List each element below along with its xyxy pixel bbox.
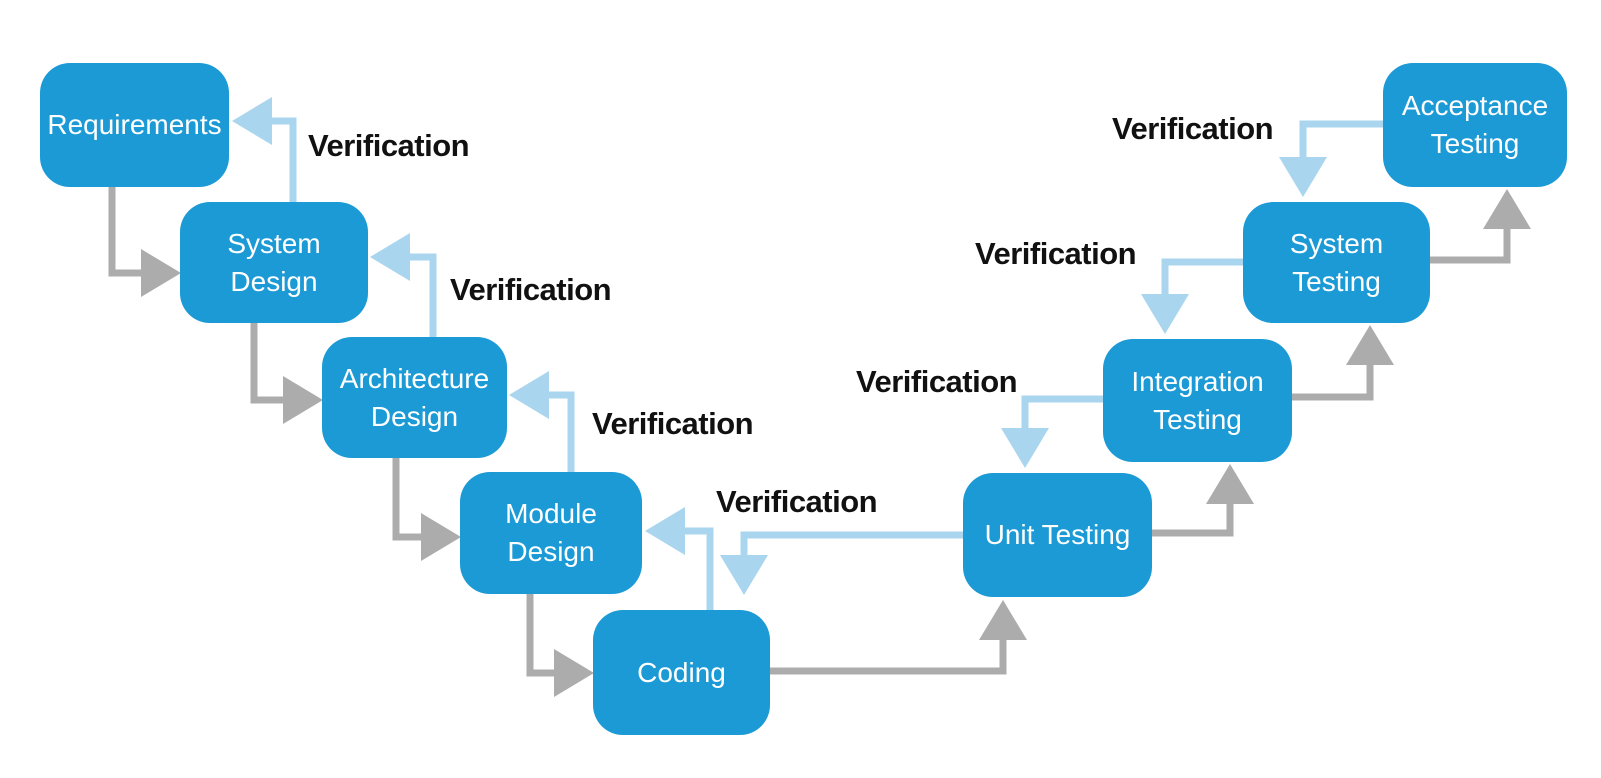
- node-label: Testing: [1430, 128, 1520, 159]
- node-coding: Coding: [593, 610, 770, 735]
- down-arrowhead-icon: [1279, 157, 1327, 197]
- node-label: Module: [505, 498, 597, 529]
- node-label: Testing: [1153, 403, 1242, 435]
- flow-connector-requirements-to-system-design: [108, 187, 181, 297]
- node-label: Requirements: [47, 109, 222, 140]
- verification-connector-integration-testing-to-unit-testing: [1001, 395, 1103, 468]
- connector-line: [1430, 229, 1511, 264]
- connector-line: [1299, 120, 1383, 157]
- verification-connector-architecture-design-to-system-design: [370, 233, 437, 337]
- node-label: Design: [370, 400, 459, 432]
- verification-label: Verification: [856, 364, 1018, 399]
- node-label: System: [227, 227, 321, 259]
- node-label: Integration: [1131, 365, 1264, 397]
- verification-connector-acceptance-testing-to-system-testing: [1279, 120, 1383, 197]
- flow-connector-module-design-to-coding: [526, 594, 594, 697]
- left-arrowhead-icon: [509, 371, 549, 419]
- connector-line: [250, 323, 283, 404]
- node-label: Unit Testing: [984, 519, 1131, 550]
- verification-connector-coding-to-module-design: [645, 507, 714, 610]
- connector-line: [1292, 365, 1374, 401]
- node-unit-testing: Unit Testing: [963, 473, 1152, 597]
- verification-connector-system-testing-to-integration-testing: [1141, 258, 1243, 334]
- node-label: System: [1289, 227, 1384, 259]
- verification-label: Verification: [308, 128, 470, 163]
- right-arrowhead-icon: [421, 513, 461, 561]
- right-arrowhead-icon: [554, 649, 594, 697]
- connector-line: [392, 458, 421, 541]
- down-arrowhead-icon: [720, 555, 768, 595]
- connector-line: [1161, 258, 1243, 294]
- verification-label: Verification: [975, 236, 1137, 271]
- verification-connector-module-design-to-architecture-design: [509, 371, 575, 472]
- left-arrowhead-icon: [370, 233, 410, 281]
- up-arrowhead-icon: [1483, 189, 1531, 229]
- up-arrowhead-icon: [1346, 325, 1394, 365]
- connector-line: [549, 391, 575, 472]
- connector-line: [272, 117, 297, 202]
- verification-label: Verification: [1112, 111, 1274, 146]
- flow-connector-system-design-to-architecture-design: [250, 323, 323, 424]
- up-arrowhead-icon: [979, 600, 1027, 640]
- flow-connector-integration-testing-to-system-testing: [1292, 325, 1394, 401]
- node-label: Acceptance: [1401, 90, 1549, 121]
- connector-line: [740, 531, 963, 555]
- connector-line: [108, 187, 141, 277]
- left-arrowhead-icon: [232, 97, 272, 145]
- connector-line: [1152, 504, 1234, 537]
- node-requirements: Requirements: [40, 63, 229, 187]
- flow-connector-unit-testing-to-integration-testing: [1152, 464, 1254, 537]
- verification-label: Verification: [450, 272, 612, 307]
- node-label: Architecture: [339, 362, 490, 394]
- connector-line: [526, 594, 554, 677]
- connector-line: [685, 527, 714, 610]
- node-label: Design: [230, 265, 318, 297]
- connector-line: [770, 640, 1007, 675]
- up-arrowhead-icon: [1206, 464, 1254, 504]
- down-arrowhead-icon: [1141, 294, 1189, 334]
- node-label: Testing: [1292, 265, 1381, 297]
- flow-connector-architecture-design-to-module-design: [392, 458, 461, 561]
- node-label: Design: [507, 536, 595, 567]
- verification-connector-system-design-to-requirements: [232, 97, 297, 202]
- flow-connector-system-testing-to-acceptance-testing: [1430, 189, 1531, 264]
- right-arrowhead-icon: [141, 249, 181, 297]
- flow-connector-coding-to-unit-testing: [770, 600, 1027, 675]
- verification-connector-unit-testing-to-coding: [720, 531, 963, 595]
- connector-line: [1021, 395, 1103, 428]
- verification-label: Verification: [592, 406, 754, 441]
- connector-line: [410, 253, 437, 337]
- left-arrowhead-icon: [645, 507, 685, 555]
- verification-label: Verification: [716, 484, 878, 519]
- right-arrowhead-icon: [283, 376, 323, 424]
- down-arrowhead-icon: [1001, 428, 1049, 468]
- node-label: Coding: [637, 656, 726, 688]
